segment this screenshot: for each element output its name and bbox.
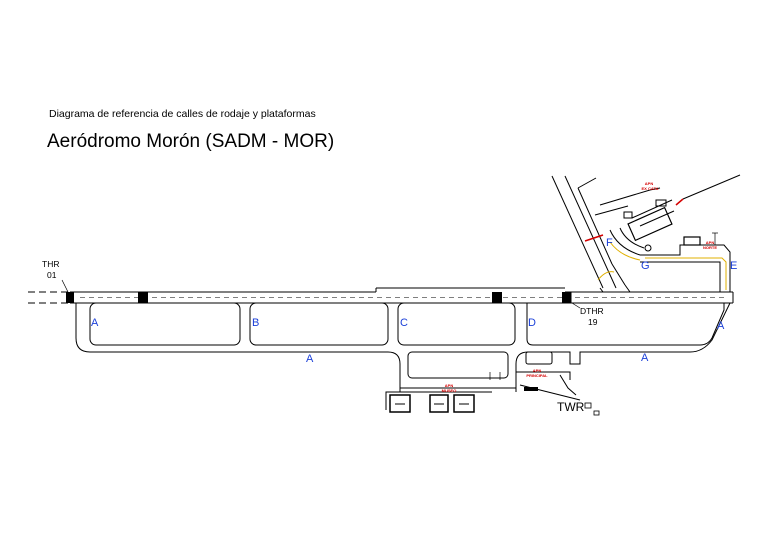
tower-label: TWR [557,400,585,414]
dthr-number: 19 [588,317,598,327]
runway [28,287,734,304]
north-taxiway-system [551,174,741,293]
taxiway-a-label-south: A [306,353,314,365]
thr-label: THR [42,259,59,269]
apron-excata-label-1: APN [645,181,654,186]
diagram-subtitle: Diagrama de referencia de calles de roda… [49,108,316,120]
apron-south-structures [385,371,600,416]
thr-leader-line [61,279,69,293]
taxiway-g-label: G [641,260,650,272]
apron-principal-label-1: APN [533,368,542,373]
taxiway-a-label-northeast: A [717,320,725,332]
aerodrome-title: Aeródromo Morón (SADM - MOR) [47,131,335,152]
apron-excata-label-2: EX CATA [642,186,659,191]
apron-norte-label-1: APN [706,240,715,245]
apron-museo-label-1: APN [445,383,454,388]
apron-museo-label-2: MUSEO [442,388,457,393]
taxiway-a-system [75,302,731,389]
apron-norte-label-2: NORTE [703,245,717,250]
taxiway-a-label-east: A [641,352,649,364]
dthr-leader-line [571,302,581,309]
taxiway-d-label: D [528,317,536,329]
dthr-label: DTHR [580,306,604,316]
taxiway-a-label-west: A [91,317,99,329]
taxiway-f-label: F [606,237,613,249]
taxiway-b-label: B [252,317,259,329]
apron-principal-label-2: PRINCIPAL [526,373,548,378]
taxiway-e-label: E [730,260,737,272]
thr-number: 01 [47,270,57,280]
taxiway-c-label: C [400,317,408,329]
